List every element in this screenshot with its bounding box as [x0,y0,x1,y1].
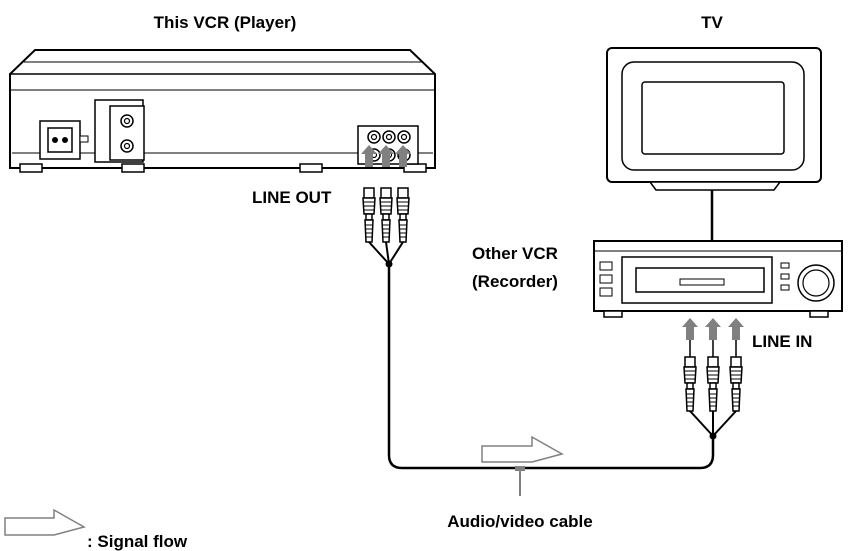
legend-arrow-icon [4,508,86,536]
recorder-label: (Recorder) [472,272,558,291]
line-in-label: LINE IN [752,332,812,351]
ac-inlet [39,120,89,160]
signal-flow-legend-label: : Signal flow [87,532,188,551]
tv-label: TV [701,13,723,32]
player-vcr-label: This VCR (Player) [154,13,297,32]
player-vcr [9,49,436,173]
line-out-arrows [361,145,411,167]
audio-video-cable [368,241,737,470]
recorder-vcr [593,240,843,318]
rf-panel [94,99,145,163]
cable-label: Audio/video cable [447,512,592,531]
tv [606,47,822,191]
player-plugs [362,187,410,243]
line-out-label: LINE OUT [252,188,332,207]
line-in-arrows [682,318,744,340]
signal-flow-arrow-icon [481,435,564,463]
other-vcr-label: Other VCR [472,244,558,263]
recorder-plugs [683,356,743,412]
